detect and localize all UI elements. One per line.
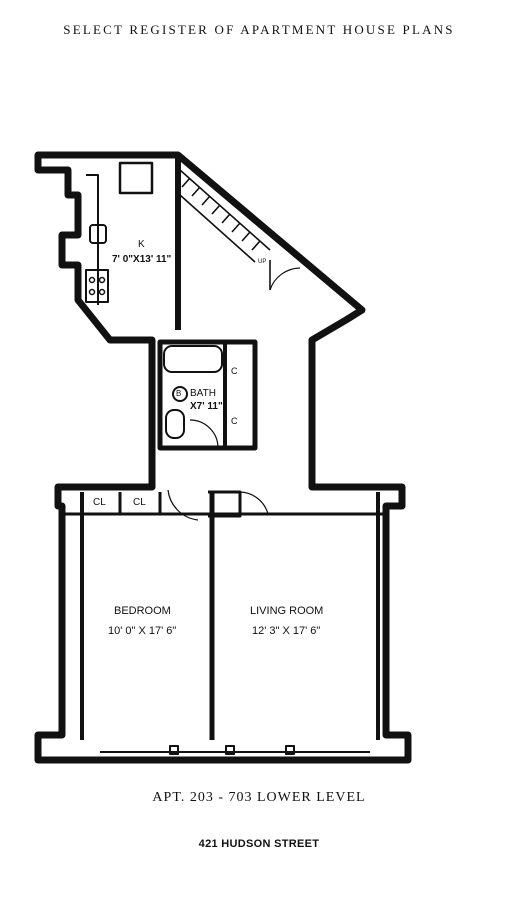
closet-label: C	[231, 366, 238, 376]
living-room-label: LIVING ROOM	[250, 605, 323, 617]
kitchen-label: K	[138, 239, 145, 250]
closet-label: C	[231, 416, 238, 426]
kitchen-dims: 7' 0"X13' 11"	[112, 254, 172, 265]
bedroom-door-swing	[167, 489, 199, 521]
stair-door-swing	[269, 267, 301, 291]
living-room-dims: 12' 3" X 17' 6"	[252, 625, 320, 637]
closet-label: CL	[133, 497, 146, 508]
bathtub	[163, 345, 223, 373]
closet-label: CL	[93, 497, 106, 508]
bath-door-swing	[189, 419, 219, 449]
living-door-swing	[239, 491, 269, 515]
toilet	[165, 409, 185, 439]
kitchen-sink	[89, 224, 107, 244]
refrigerator	[118, 161, 154, 195]
kitchen-stove	[85, 269, 109, 303]
bath-fixture-label: B	[176, 389, 181, 398]
exterior-wall	[34, 151, 412, 764]
kitchen-counter	[86, 174, 99, 305]
bedroom-dims: 10' 0" X 17' 6"	[108, 625, 176, 637]
page-title: SELECT REGISTER OF APARTMENT HOUSE PLANS	[63, 22, 455, 37]
bath-dims: X7' 11"	[190, 401, 223, 412]
basin	[172, 386, 188, 402]
window-set	[100, 745, 370, 755]
interior-wall	[208, 490, 242, 518]
address-caption: 421 HUDSON STREET	[198, 838, 320, 850]
apartment-caption: APT. 203 - 703 LOWER LEVEL	[152, 790, 366, 805]
bath-label: BATH	[190, 388, 216, 399]
stair-label: UP	[258, 259, 266, 265]
bedroom-label: BEDROOM	[114, 605, 171, 617]
stair	[179, 169, 271, 263]
